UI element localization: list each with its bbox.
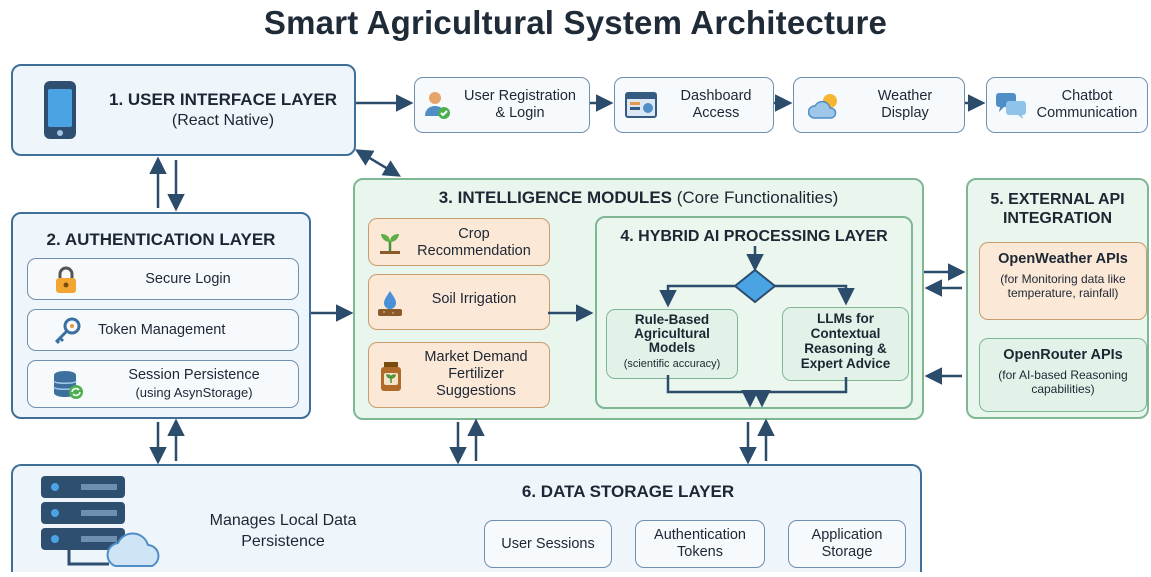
module-market-demand-fertilizer: Market Demand Fertilizer Suggestions [368, 342, 550, 408]
page-title: Smart Agricultural System Architecture [263, 4, 888, 41]
storage-item-label: User Sessions [501, 535, 595, 552]
auth-item-label: Token Management [98, 322, 226, 338]
storage-item-label: Authentication [654, 527, 746, 543]
feature-user-registration[interactable]: User Registration & Login [414, 77, 590, 133]
feature-chatbot-communication[interactable]: Chatbot Communication [986, 77, 1148, 133]
feature-weather-display[interactable]: Weather Display [793, 77, 965, 133]
llm-line1: LLMs for [817, 311, 874, 326]
sprout-icon [377, 229, 403, 260]
module-soil-irrigation: Soil Irrigation [368, 274, 550, 330]
module-label-line2: Fertilizer [448, 366, 504, 382]
smartphone-icon [43, 80, 77, 145]
storage-desc-line2: Persistence [241, 533, 325, 550]
data-storage-layer: Manages Local Data Persistence 6. DATA S… [11, 464, 922, 572]
feature-label-line2: Access [692, 105, 740, 121]
llm-line3: Reasoning & [804, 341, 887, 356]
rule-based-note: (scientific accuracy) [623, 358, 721, 370]
user-check-icon [423, 90, 451, 125]
key-icon [52, 316, 82, 351]
llm-line4: Expert Advice [800, 356, 891, 371]
module-label-line1: Crop [458, 226, 490, 242]
external-api-title-line1: 5. EXTERNAL API [990, 191, 1125, 208]
hybrid-ai-layer: 4. HYBRID AI PROCESSING LAYER Rule-Based… [595, 216, 913, 409]
auth-item-secure-login: Secure Login [27, 258, 299, 300]
auth-item-label: Session Persistence [128, 367, 260, 383]
feature-label-line2: Display [881, 105, 929, 121]
feature-label-line2: & Login [495, 105, 545, 121]
storage-item-label-2: Storage [821, 544, 873, 560]
intelligence-title-rest: (Core Functionalities) [672, 188, 839, 207]
feature-dashboard-access[interactable]: Dashboard Access [614, 77, 774, 133]
auth-item-label: Secure Login [145, 271, 231, 287]
rule-based-line2: Agricultural [634, 326, 710, 341]
api-desc-line1: (for Monitoring data like [1000, 272, 1126, 286]
ui-layer-title: 1. USER INTERFACE LAYER [109, 90, 337, 109]
auth-item-session-persistence: Session Persistence (using AsynStorage) [27, 360, 299, 408]
intelligence-modules: 3. INTELLIGENCE MODULES (Core Functional… [353, 178, 924, 420]
rule-based-line3: Models [648, 340, 696, 355]
chat-icon [995, 92, 1027, 125]
module-crop-recommendation: Crop Recommendation [368, 218, 550, 266]
module-label-line1: Soil Irrigation [431, 291, 517, 307]
api-name: OpenWeather APIs [998, 251, 1128, 267]
llm-line2: Contextual [810, 326, 881, 341]
storage-item-label: Application [811, 527, 883, 543]
weather-icon [807, 92, 844, 125]
module-label-line2: Recommendation [417, 243, 531, 259]
intelligence-title: 3. INTELLIGENCE MODULES (Core Functional… [355, 188, 922, 208]
database-sync-icon [52, 369, 84, 406]
intelligence-title-bold: 3. INTELLIGENCE MODULES [438, 188, 672, 207]
api-desc-line2: capabilities) [1031, 382, 1095, 396]
feature-label-line2: Communication [1036, 105, 1138, 121]
storage-title: 6. DATA STORAGE LAYER [521, 482, 735, 501]
external-api-title-line2: INTEGRATION [1002, 210, 1113, 227]
feature-label-line1: User Registration [463, 88, 576, 104]
auth-item-note: (using AsynStorage) [135, 385, 253, 400]
module-label-line1: Market Demand [424, 349, 528, 365]
external-api-layer: 5. EXTERNAL API INTEGRATION OpenWeather … [966, 178, 1149, 419]
auth-layer-title: 2. AUTHENTICATION LAYER [46, 230, 276, 249]
api-openweather: OpenWeather APIs (for Monitoring data li… [979, 242, 1147, 320]
storage-item-auth-tokens: Authentication Tokens [635, 520, 765, 568]
storage-item-user-sessions: User Sessions [484, 520, 612, 568]
api-name: OpenRouter APIs [1003, 347, 1123, 363]
storage-desc-line1: Manages Local Data [209, 512, 357, 529]
ui-layer: 1. USER INTERFACE LAYER (React Native) [11, 64, 356, 156]
api-desc-line2: temperature, rainfall) [1007, 286, 1119, 300]
api-openrouter: OpenRouter APIs (for AI-based Reasoning … [979, 338, 1147, 412]
feature-label-line1: Weather [877, 88, 933, 104]
rule-based-line1: Rule-Based [634, 312, 710, 327]
server-cloud-icon [41, 474, 171, 577]
api-desc-line1: (for AI-based Reasoning [998, 368, 1128, 382]
fertilizer-jar-icon [379, 361, 403, 398]
soil-drop-icon [377, 289, 403, 322]
module-label-line3: Suggestions [436, 383, 516, 399]
llm-reasoning: LLMs for Contextual Reasoning & Expert A… [782, 307, 909, 381]
hybrid-ai-title: 4. HYBRID AI PROCESSING LAYER [620, 228, 888, 245]
lock-icon [54, 266, 78, 299]
storage-item-label-2: Tokens [677, 544, 723, 560]
auth-item-token-management: Token Management [27, 309, 299, 351]
dashboard-icon [625, 92, 657, 125]
feature-label-line1: Chatbot [1061, 88, 1113, 104]
ui-layer-subtitle: (React Native) [171, 112, 275, 129]
storage-item-application-storage: Application Storage [788, 520, 906, 568]
feature-label-line1: Dashboard [680, 88, 752, 104]
auth-layer: 2. AUTHENTICATION LAYER Secure Login Tok… [11, 212, 311, 419]
rule-based-models: Rule-Based Agricultural Models (scientif… [606, 309, 738, 379]
